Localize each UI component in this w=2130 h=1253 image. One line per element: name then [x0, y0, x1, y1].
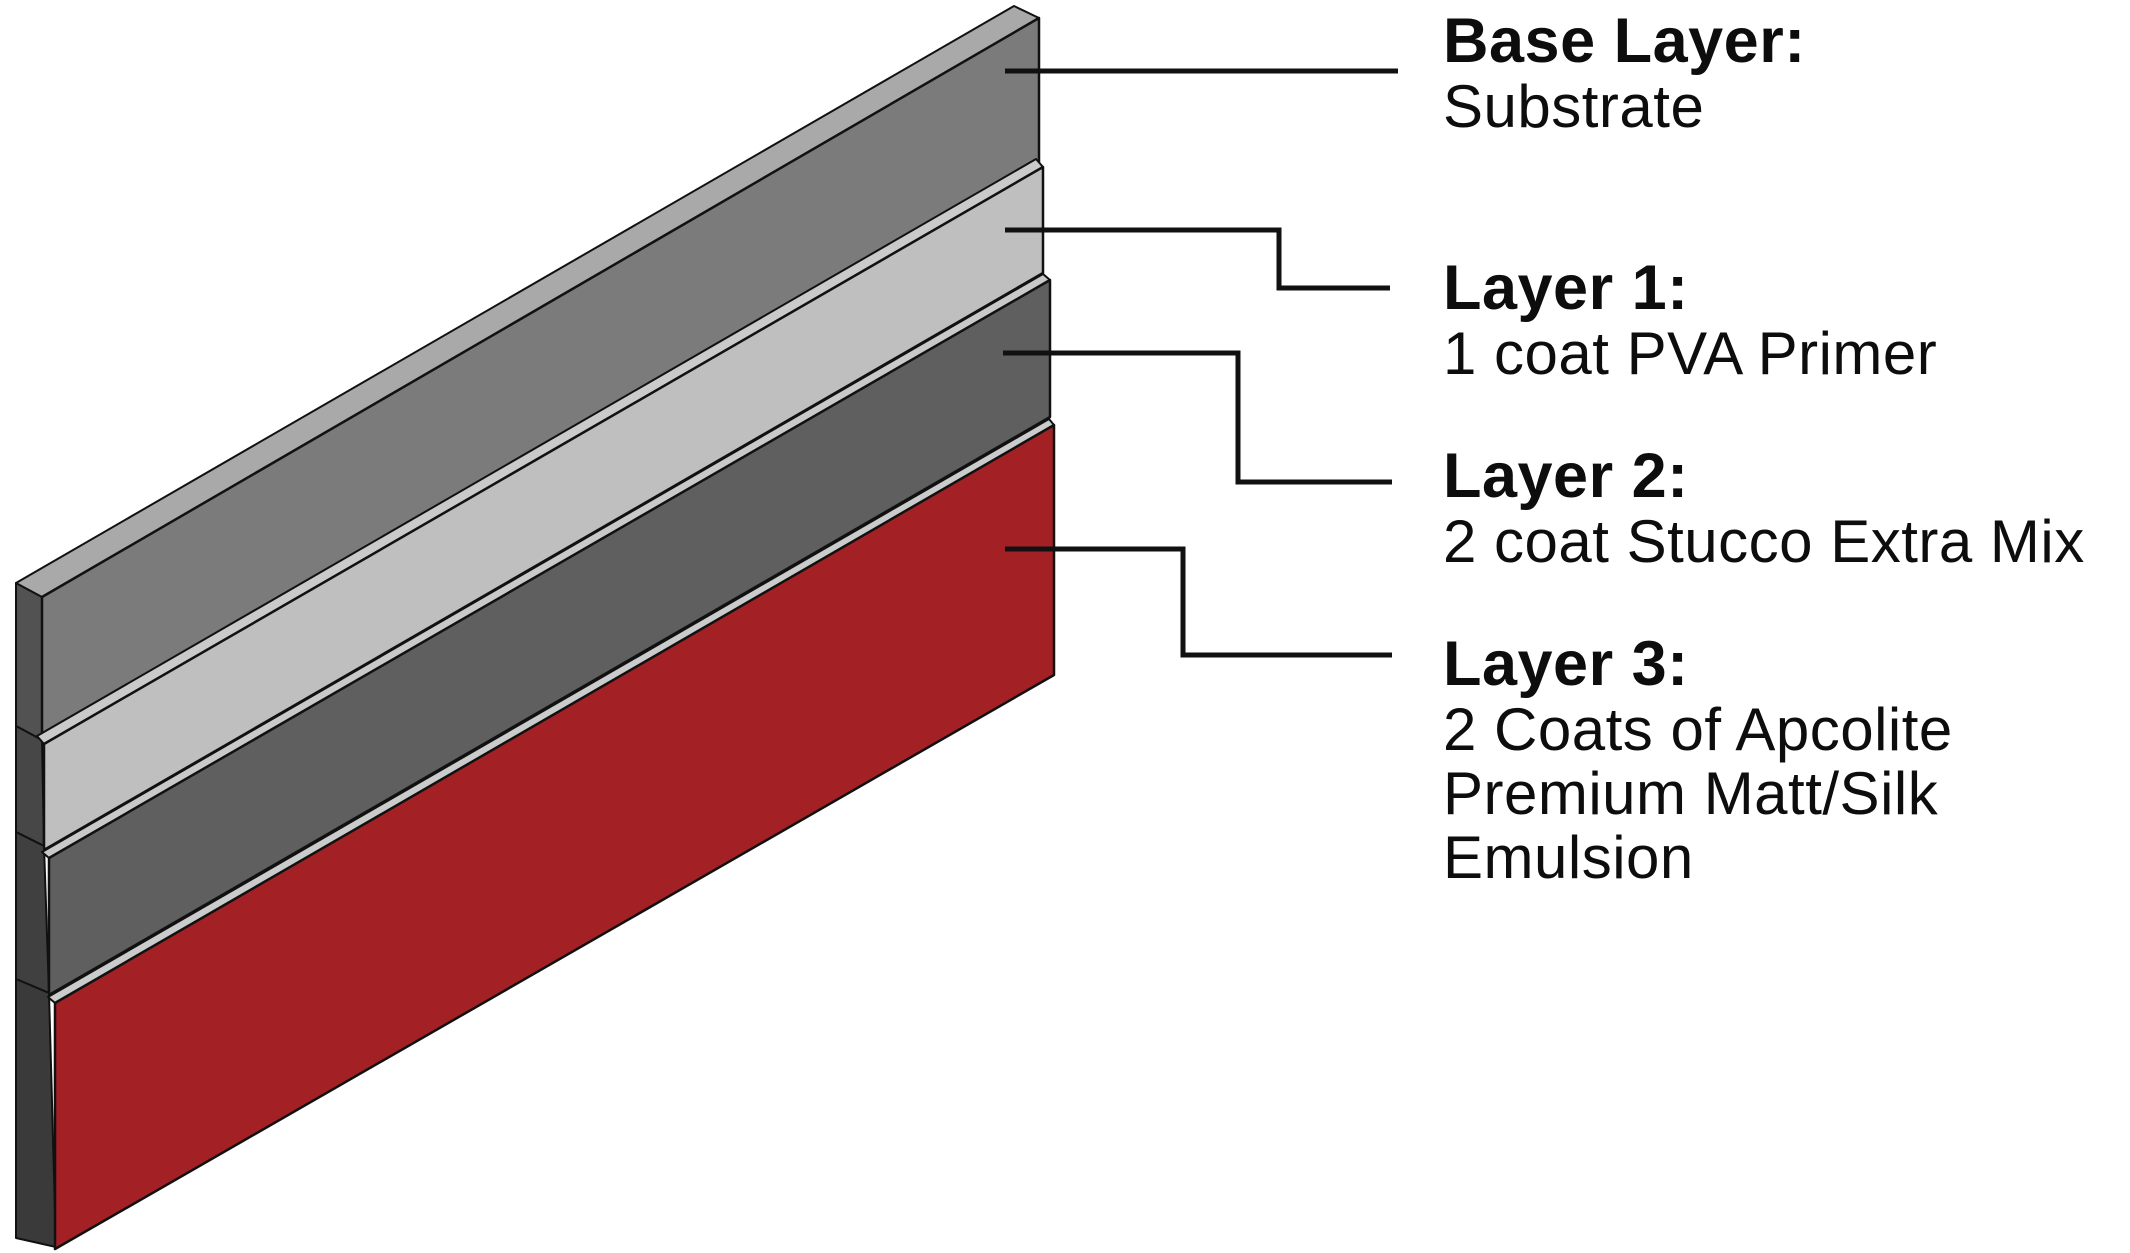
pva-primer-side-face: [15, 725, 45, 847]
emulsion-side-face: [15, 978, 57, 1248]
label-layer-3: Layer 3: 2 Coats of Apcolite Premium Mat…: [1443, 631, 1953, 890]
label-line: Emulsion: [1443, 824, 1694, 891]
label-layer-1: Layer 1: 1 coat PVA Primer: [1443, 255, 1937, 386]
leader-line-layer2: [1003, 350, 1392, 485]
label-base-layer: Base Layer: Substrate: [1443, 8, 1806, 139]
substrate-side-face: [15, 582, 43, 741]
label-title: Base Layer:: [1443, 6, 1806, 76]
label-line: Substrate: [1443, 73, 1705, 140]
label-line: 2 coat Stucco Extra Mix: [1443, 508, 2085, 575]
label-layer-2: Layer 2: 2 coat Stucco Extra Mix: [1443, 443, 2085, 574]
emulsion-face: [53, 423, 1056, 1251]
stucco-extra-mix-face: [47, 278, 1052, 997]
label-title: Layer 2:: [1443, 441, 1689, 511]
label-line: 1 coat PVA Primer: [1443, 320, 1938, 387]
label-line: 2 Coats of Apcolite: [1443, 696, 1953, 763]
label-title: Layer 1:: [1443, 253, 1689, 323]
label-line: Premium Matt/Silk: [1443, 760, 1939, 827]
label-title: Layer 3:: [1443, 629, 1689, 699]
leader-line-layer3: [1005, 546, 1392, 658]
stucco-extra-mix-side-face: [15, 831, 50, 994]
leader-line-layer1: [1005, 227, 1390, 291]
